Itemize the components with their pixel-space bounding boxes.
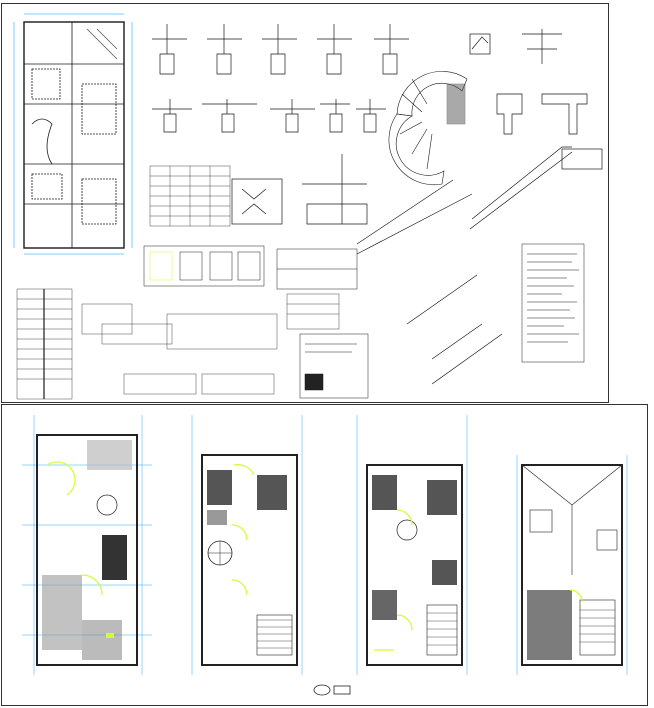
roof-plan (516, 455, 628, 675)
structural-sheet (1, 3, 609, 403)
stair-sections (356, 146, 603, 385)
detail-boxes (143, 245, 358, 290)
retaining-wall (16, 288, 340, 400)
schedule-table (149, 165, 231, 227)
foundation-plan-dims (13, 13, 133, 255)
structural-drawing (13, 13, 603, 400)
ground-floor-plan (22, 415, 152, 675)
architectural-sheet (1, 404, 648, 706)
general-notes (299, 243, 585, 399)
footing-details (152, 24, 409, 75)
floor-plans-drawing (22, 415, 628, 696)
column-details (469, 29, 588, 135)
north-arrow-icon (313, 684, 351, 696)
beam-details (152, 99, 386, 133)
retaining-section (231, 154, 368, 225)
second-floor-plan (356, 415, 468, 675)
spiral-stair (388, 71, 468, 185)
first-floor-plan (191, 415, 303, 675)
foundation-plan (23, 21, 125, 249)
